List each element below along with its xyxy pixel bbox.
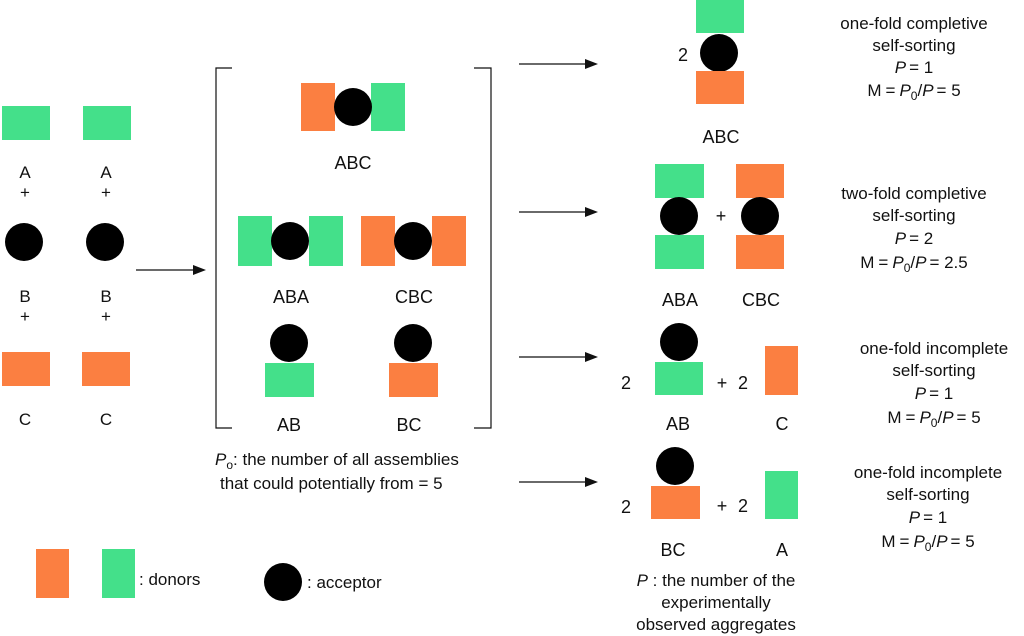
- coefficient: 2: [621, 373, 631, 393]
- svg-text:one-fold incomplete: one-fold incomplete: [854, 463, 1002, 482]
- po-caption-line2: that could potentially from = 5: [220, 474, 443, 493]
- outcome-1: 2 ABC: [678, 0, 744, 147]
- reactant-column-2: A + B + C: [82, 106, 131, 429]
- label-a: A: [776, 540, 788, 560]
- donor-a-green: [83, 106, 131, 140]
- label-bc: BC: [396, 415, 421, 435]
- acceptor-b: [86, 223, 124, 261]
- label-a: A: [100, 163, 112, 182]
- legend: : donors : acceptor: [36, 549, 382, 601]
- assembly-cbc: CBC: [361, 216, 466, 307]
- label-cbc: CBC: [395, 287, 433, 307]
- coefficient: 2: [738, 496, 748, 516]
- description-4: one-fold incomplete self-sorting P= 1 M=…: [854, 463, 1002, 554]
- legend-green-donor: [102, 549, 135, 598]
- plus-sign: +: [20, 307, 30, 326]
- label-ab: AB: [277, 415, 301, 435]
- legend-acceptor-label: : acceptor: [307, 573, 382, 592]
- plus-sign: +: [101, 183, 111, 202]
- plus-sign: +: [20, 183, 30, 202]
- svg-text:Po: the number of all assembl: Po: the number of all assemblies: [215, 450, 459, 472]
- assembly-ab: AB: [265, 324, 314, 435]
- plus-sign: +: [716, 206, 727, 226]
- label-abc: ABC: [334, 153, 371, 173]
- svg-text:self-sorting: self-sorting: [892, 361, 975, 380]
- donor-a-green: [2, 106, 50, 140]
- svg-text:two-fold completive: two-fold completive: [841, 184, 987, 203]
- acceptor-b: [5, 223, 43, 261]
- outcome-2: + ABA CBC: [655, 164, 784, 310]
- coefficient: 2: [678, 45, 688, 65]
- donor-c-orange: [82, 352, 130, 386]
- svg-text:M=P0/P= 5: M=P0/P= 5: [887, 408, 980, 430]
- bracket-left: [215, 67, 232, 429]
- svg-text:P= 2: P= 2: [895, 229, 933, 248]
- svg-text:self-sorting: self-sorting: [872, 206, 955, 225]
- legend-donors-label: : donors: [139, 570, 200, 589]
- legend-orange-donor: [36, 549, 69, 598]
- svg-text:P= 1: P= 1: [909, 508, 947, 527]
- p-caption: P : the number of the experimentally obs…: [636, 571, 796, 634]
- svg-text:M=P0/P= 5: M=P0/P= 5: [867, 81, 960, 103]
- legend-acceptor: [264, 563, 302, 601]
- assembly-abc: ABC: [301, 83, 405, 173]
- coefficient: 2: [621, 497, 631, 517]
- label-b: B: [100, 287, 111, 306]
- svg-text:P : the number of the: P : the number of the: [637, 571, 796, 590]
- svg-text:one-fold completive: one-fold completive: [840, 14, 987, 33]
- plus-sign: +: [101, 307, 111, 326]
- p-caption-line2: experimentally: [661, 593, 771, 612]
- assembly-bc: BC: [389, 324, 438, 435]
- label-ab: AB: [666, 414, 690, 434]
- coefficient: 2: [738, 373, 748, 393]
- outcome-arrows: [519, 59, 598, 487]
- svg-text:M=P0/P= 5: M=P0/P= 5: [881, 532, 974, 554]
- label-aba: ABA: [662, 290, 698, 310]
- label-c: C: [100, 410, 112, 429]
- p-caption-line3: observed aggregates: [636, 615, 796, 634]
- donor-c-orange: [2, 352, 50, 386]
- label-c: C: [776, 414, 789, 434]
- label-aba: ABA: [273, 287, 309, 307]
- description-3: one-fold incomplete self-sorting P= 1 M=…: [860, 339, 1008, 430]
- label-bc: BC: [660, 540, 685, 560]
- outcome-3: 2 + 2 AB C: [621, 323, 798, 434]
- label-c: C: [19, 410, 31, 429]
- svg-text:P= 1: P= 1: [915, 384, 953, 403]
- po-caption: Po: the number of all assemblies that co…: [215, 450, 459, 493]
- label-cbc: CBC: [742, 290, 780, 310]
- description-2: two-fold completive self-sorting P= 2 M=…: [841, 184, 987, 275]
- bracket-right: [474, 67, 492, 429]
- svg-text:P= 1: P= 1: [895, 58, 933, 77]
- label-a: A: [19, 163, 31, 182]
- bracket: [215, 67, 492, 429]
- svg-text:one-fold incomplete: one-fold incomplete: [860, 339, 1008, 358]
- svg-text:M=P0/P= 2.5: M=P0/P= 2.5: [860, 253, 968, 275]
- label-b: B: [19, 287, 30, 306]
- reactant-column-1: A + B + C: [2, 106, 50, 429]
- plus-sign: +: [717, 496, 728, 516]
- assembly-aba: ABA: [238, 216, 343, 307]
- svg-text:self-sorting: self-sorting: [872, 36, 955, 55]
- svg-text:self-sorting: self-sorting: [886, 485, 969, 504]
- plus-sign: +: [717, 373, 728, 393]
- outcome-4: 2 + 2 BC A: [621, 447, 798, 560]
- arrow-to-assemblies: [136, 265, 206, 275]
- description-1: one-fold completive self-sorting P= 1 M=…: [840, 14, 987, 103]
- label-abc: ABC: [702, 127, 739, 147]
